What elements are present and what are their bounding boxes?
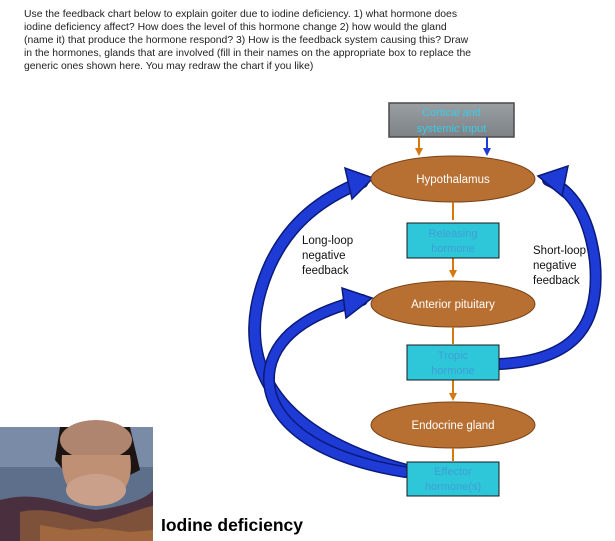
short-loop-label: Short-loop negative feedback [533,244,586,289]
question-line: Use the feedback chart below to explain … [24,9,458,20]
long-loop-line: negative [302,250,346,262]
tropic-hormone-box: Tropic hormone [406,344,500,381]
caption: Iodine deficiency [161,515,303,535]
effector-hormone-line: hormone(s) [425,481,481,493]
releasing-hormone-line: hormone [431,243,474,255]
long-loop-line: feedback [302,265,349,277]
hypothalamus-node: Hypothalamus [370,155,536,203]
input-box: Cortical and systemic input [388,102,515,138]
question-line: (name it) that produce the hormone respo… [24,35,469,46]
long-loop-arrow-outer [248,166,412,477]
short-loop-line: Short-loop [533,245,587,257]
short-loop-line: negative [533,260,577,272]
tropic-hormone-line: hormone [431,365,474,377]
anterior-pituitary-node: Anterior pituitary [370,280,536,328]
endocrine-gland-label: Endocrine gland [411,420,494,432]
long-loop-label: Long-loop negative feedback [302,234,353,279]
question-line: in the hormones, glands that are involve… [24,48,472,59]
question-text: Use the feedback chart below to explain … [24,8,524,73]
long-loop-arrow-inner [263,286,411,478]
effector-hormone-line: Effector [434,466,472,478]
releasing-hormone-line: Releasing [429,228,478,240]
long-loop-line: Long-loop [302,235,354,247]
effector-hormone-box: Effector hormone(s) [406,461,500,497]
endocrine-gland-node: Endocrine gland [370,401,536,449]
hypothalamus-label: Hypothalamus [416,174,490,186]
short-loop-line: feedback [533,275,580,287]
question-line: generic ones shown here. You may redraw … [24,61,314,72]
releasing-hormone-box: Releasing hormone [406,222,500,259]
input-box-line: systemic input [417,123,487,135]
anterior-pituitary-label: Anterior pituitary [411,299,495,311]
tropic-hormone-line: Tropic [438,350,469,362]
question-line: iodine deficiency affect? How does the l… [24,22,447,33]
goiter-photo [0,420,153,541]
short-loop-arrow [494,164,602,370]
input-box-line: Cortical and [422,107,481,119]
